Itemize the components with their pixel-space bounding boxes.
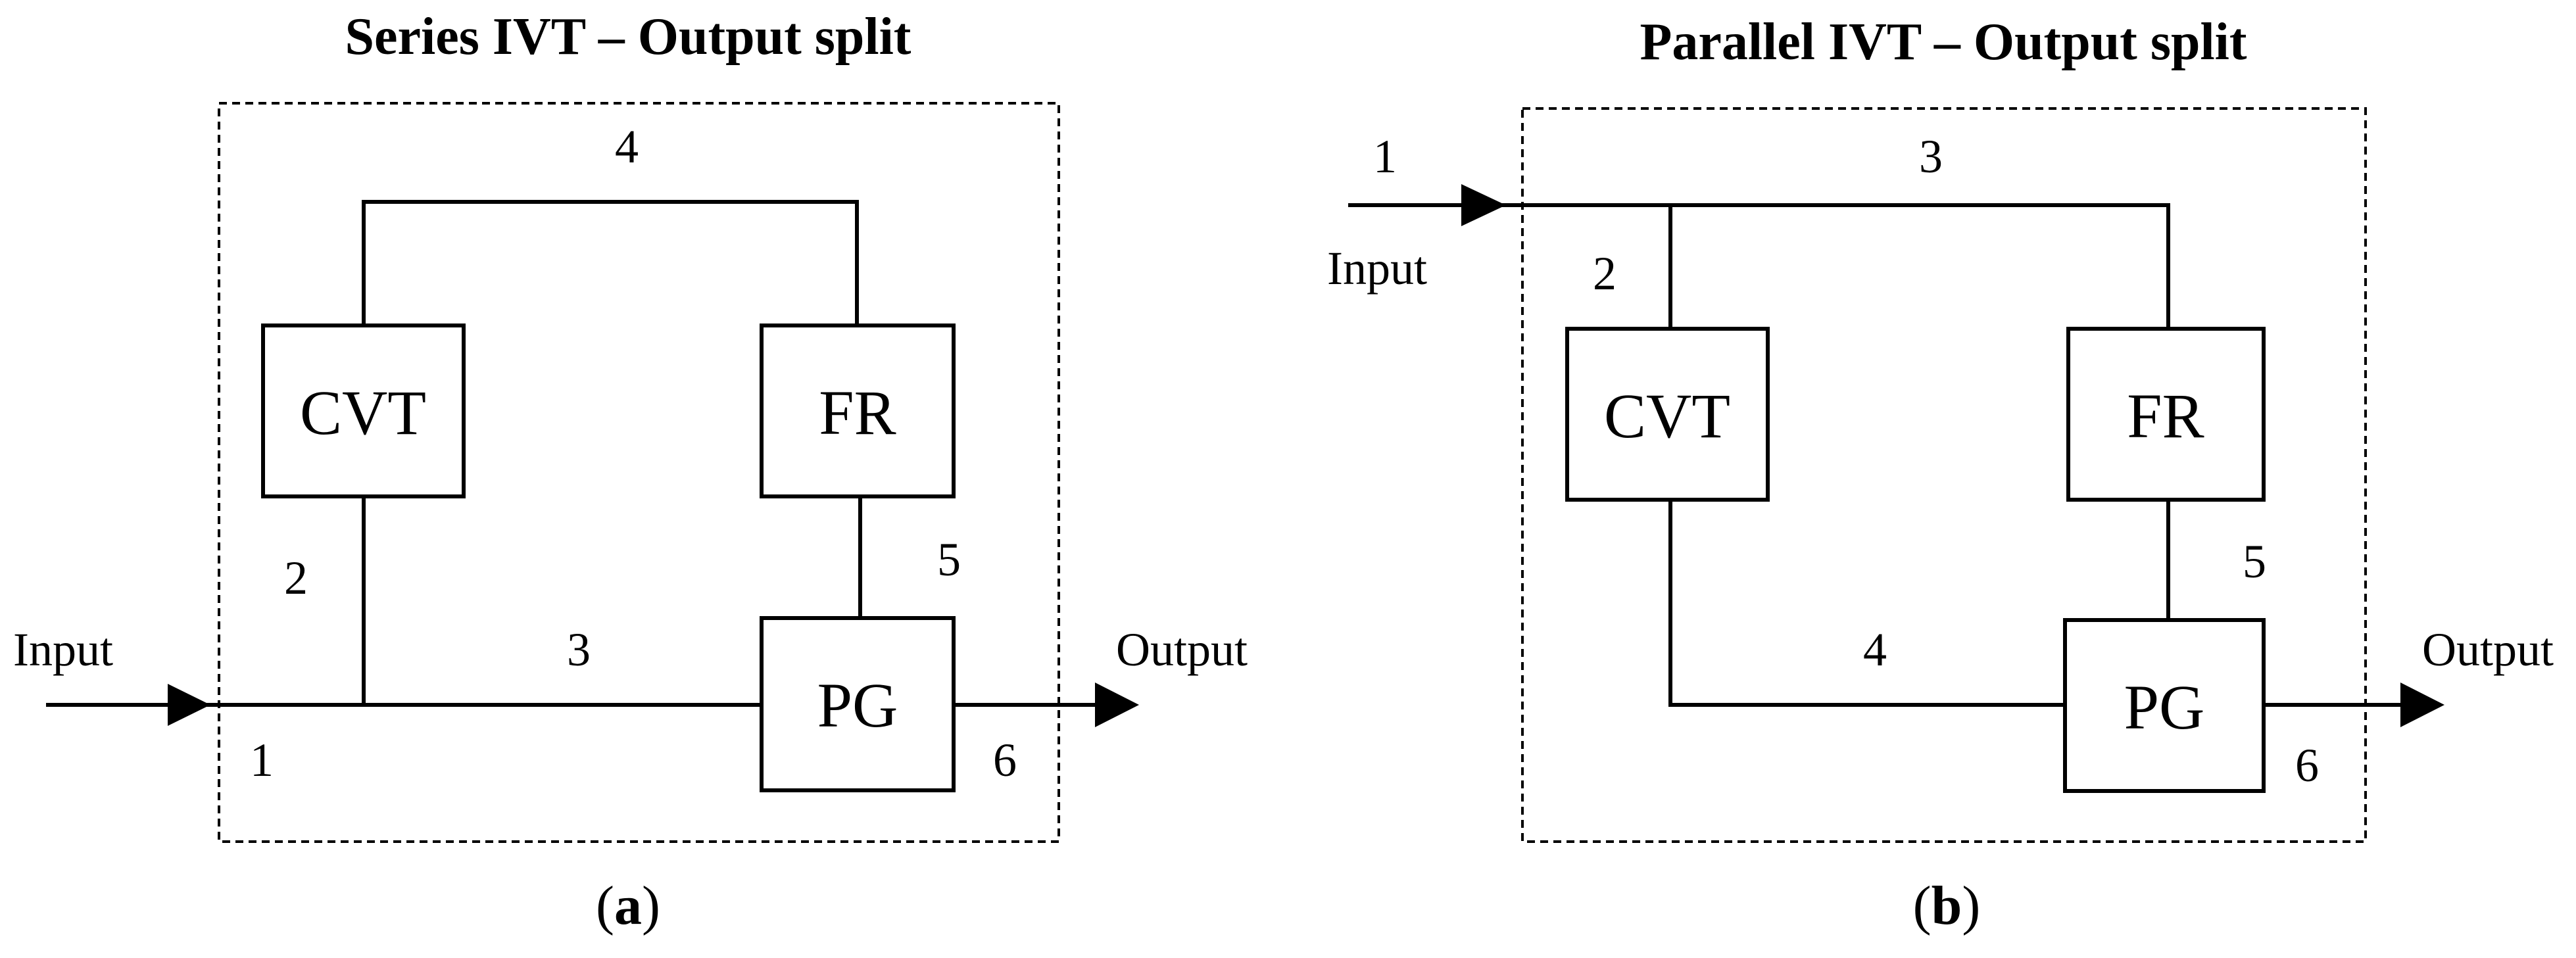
diagram-a-input-arrow-icon [168,684,210,726]
diagram-a-fr-label: FR [819,377,896,448]
diagram-a-caption: (a) [596,875,660,936]
diagram-b-link-6-label: 6 [2295,739,2319,792]
diagram-b-pg-label: PG [2124,672,2205,742]
diagram-a-link-4-line [362,200,859,325]
diagram-b-pg-block [2063,618,2266,793]
diagram-a: Series IVT – Output split CVT FR PG Inpu… [13,8,1248,936]
diagram-a-link-5-label: 5 [937,533,961,586]
diagram-b-cvt-label: CVT [1604,381,1730,451]
diagram-b-link-4-line [1668,500,2065,707]
diagram-a-link-1-label: 1 [250,734,274,786]
diagram-b-input-label: Input [1327,242,1427,295]
diagram-a-input-label: Input [13,623,113,676]
caption-open-paren: ( [596,875,614,936]
diagram-b-link-4-label: 4 [1863,623,1887,676]
diagram-a-output-arrow-icon [1095,683,1139,727]
diagram-b-cvt-block [1565,327,1770,502]
diagram-a-title: Series IVT – Output split [345,8,911,66]
diagram-a-output-label: Output [1116,623,1248,676]
caption-close-paren: ) [1962,875,1980,936]
diagram-b-title: Parallel IVT – Output split [1640,13,2247,71]
caption-open-paren: ( [1913,875,1932,936]
diagram-b-fr-block [2066,327,2266,502]
diagram-b-output-label: Output [2422,623,2554,676]
diagram-a-pg-label: PG [817,670,898,740]
diagram-a-pg-block [760,616,956,792]
diagram-a-link-6-label: 6 [993,734,1017,786]
diagram-a-link-4-label: 4 [615,120,639,173]
caption-letter: a [614,875,642,936]
diagram-a-link-2-label: 2 [284,552,308,604]
diagram-b-fr-label: FR [2127,381,2204,451]
diagram-b-input-arrow-icon [1461,184,1506,226]
diagram-b-link-3-line [1348,203,2170,329]
caption-close-paren: ) [642,875,660,936]
diagram-a-link-3-label: 3 [567,623,591,676]
diagram-a-fr-block [760,323,956,498]
caption-letter: b [1932,875,1962,936]
diagram-b: Parallel IVT – Output split CVT FR PG In… [1327,13,2554,936]
diagram-a-cvt-block [261,323,466,498]
diagram-b-boundary [1521,107,2367,843]
diagram-b-caption: (b) [1913,875,1981,936]
diagram-b-link-5-label: 5 [2243,535,2266,588]
diagram-a-cvt-label: CVT [300,377,426,448]
diagram-b-link-3-label: 3 [1919,130,1943,183]
diagram-b-link-1-label: 1 [1373,130,1397,183]
diagram-b-output-arrow-icon [2400,683,2444,727]
diagram-b-link-2-label: 2 [1593,247,1616,300]
